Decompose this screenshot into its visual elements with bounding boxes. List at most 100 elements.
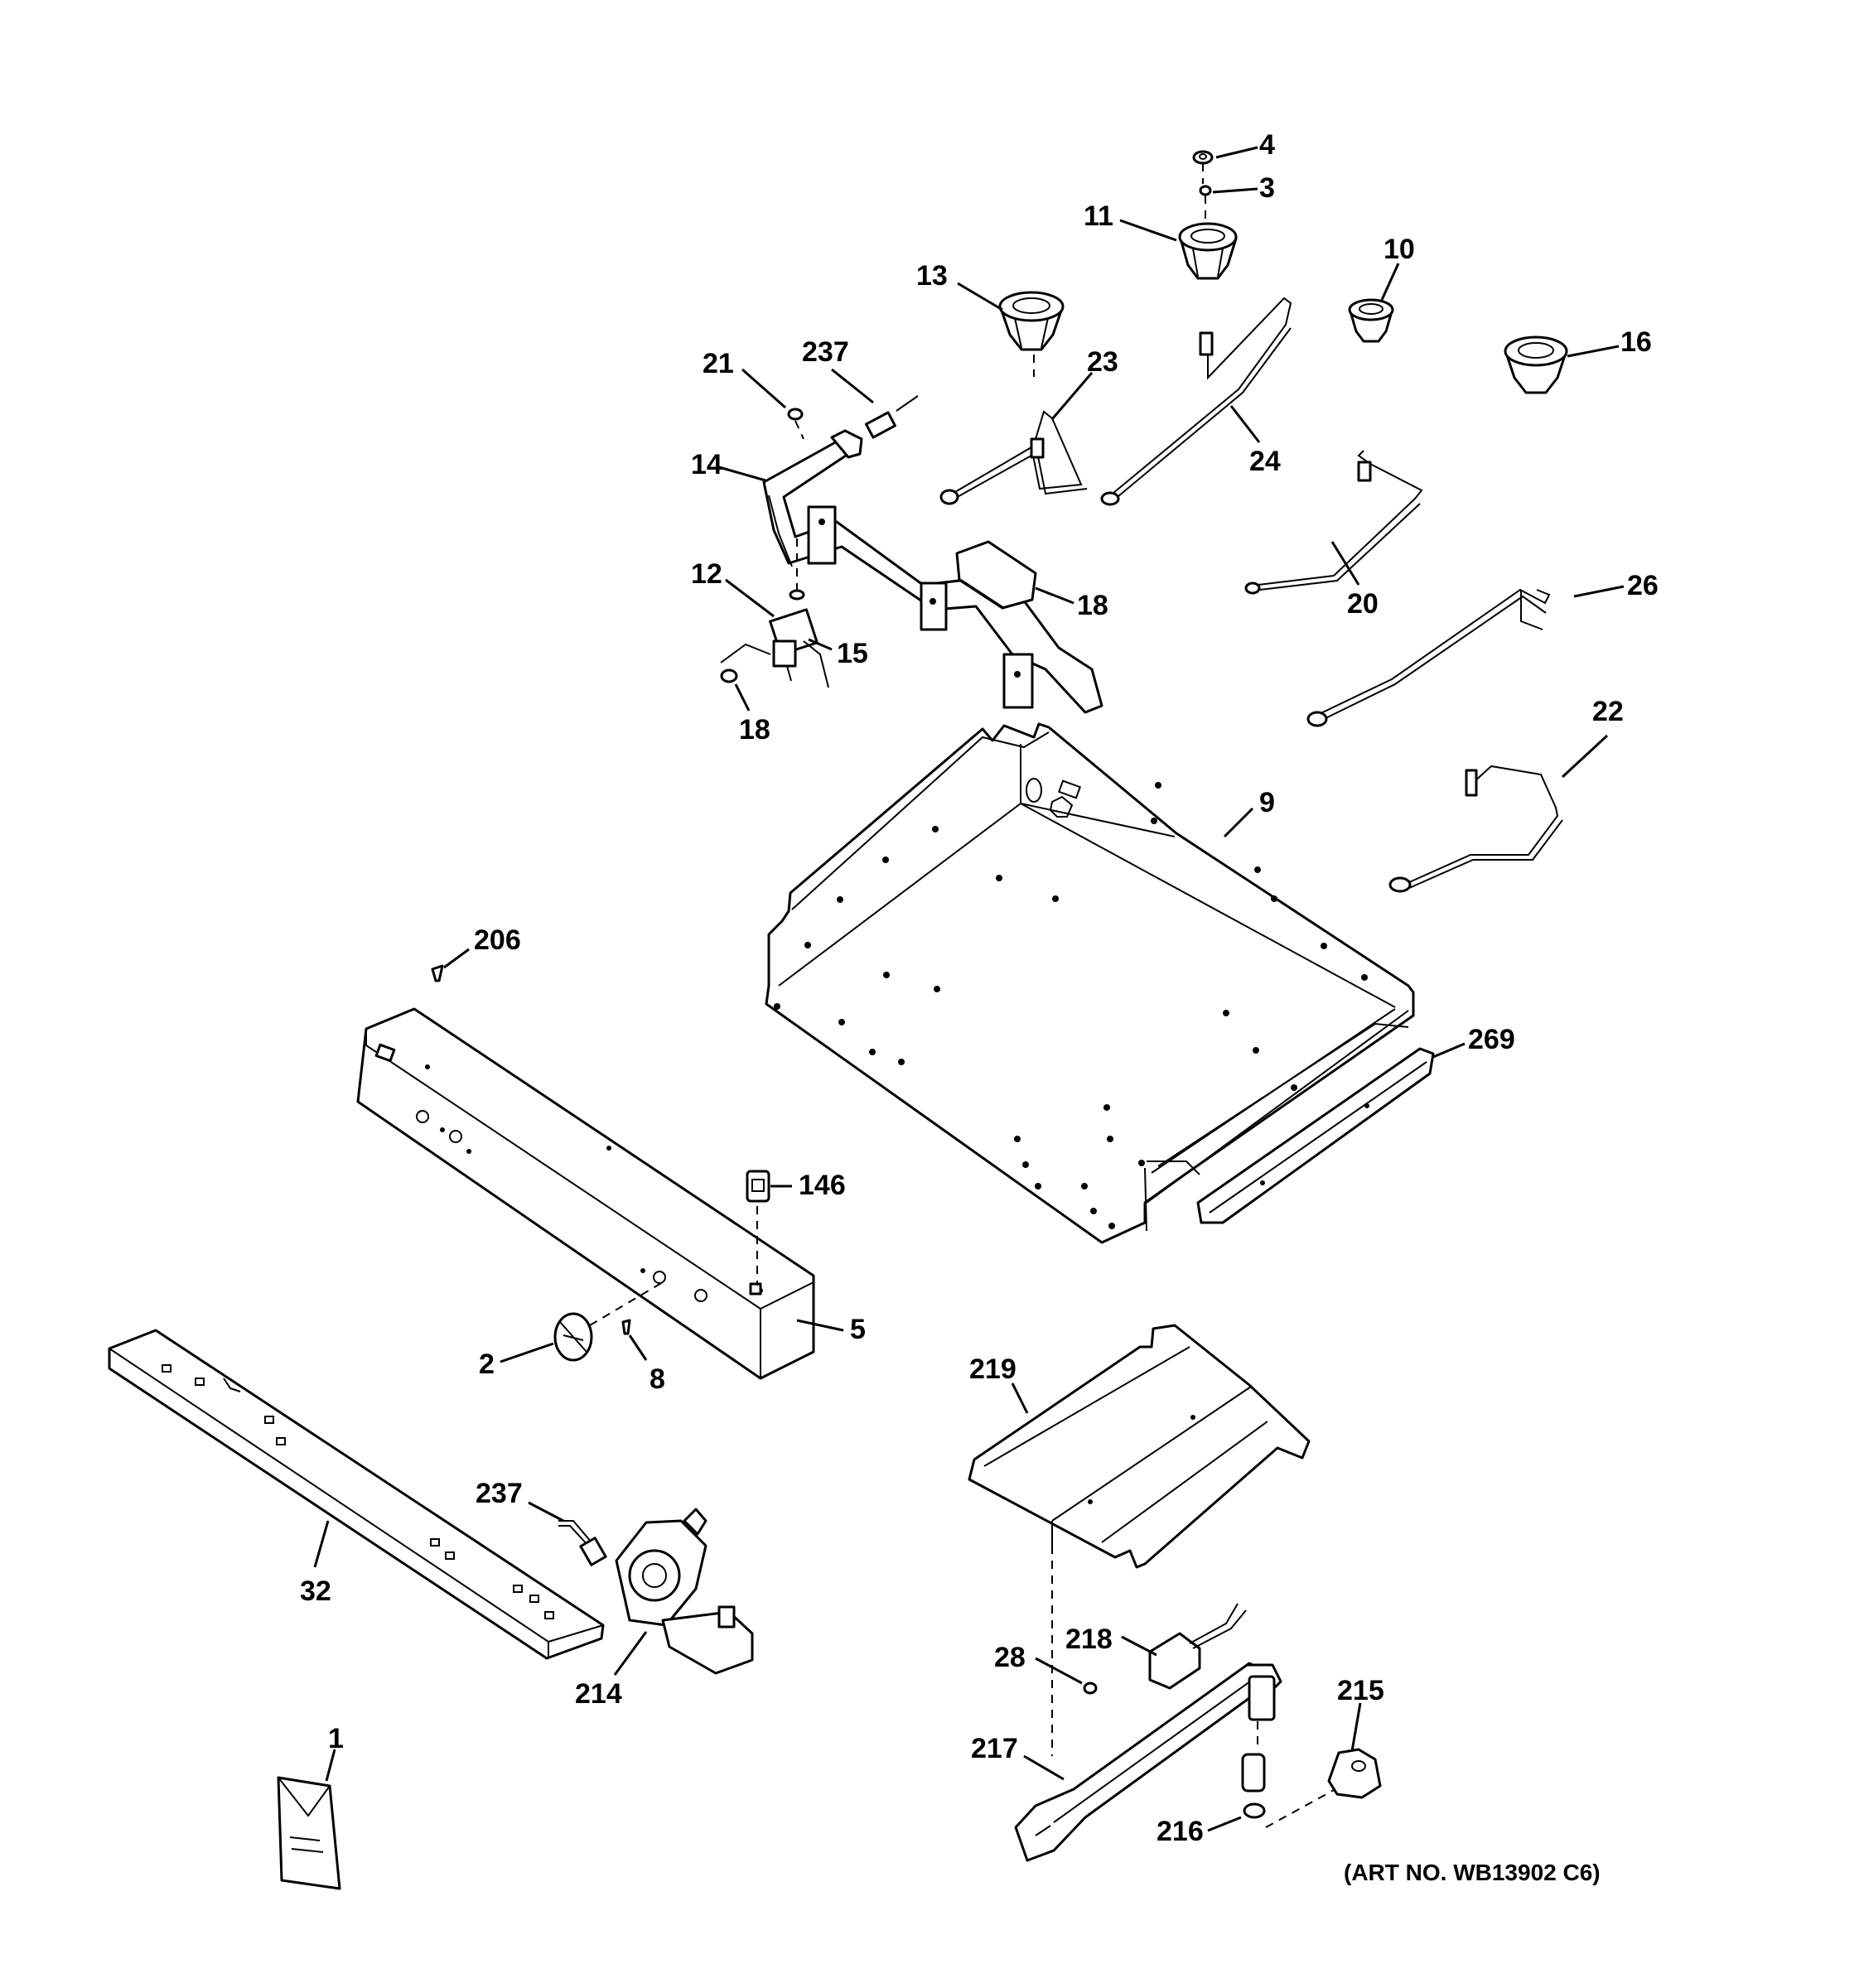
burner-head-10 [1348,298,1394,343]
callout-10: 10 [1384,234,1415,265]
leader-24 [1229,405,1261,443]
callout-21: 21 [703,348,734,379]
callout-214: 214 [575,1678,622,1710]
callout-219: 219 [969,1353,1017,1385]
callout-23: 23 [1087,346,1118,378]
burner-head-13 [998,291,1065,351]
bracket-18 [955,540,1037,610]
assembly-line [1265,1788,1336,1828]
clip-146 [746,1170,770,1203]
callout-2: 2 [479,1349,495,1380]
callout-14: 14 [691,449,722,480]
leader-8 [628,1334,648,1361]
leader-4 [1215,146,1258,159]
trim-strip-32 [108,1329,605,1660]
tube-fitting [1465,769,1478,797]
callout-18-upper: 18 [1077,590,1108,621]
screw-21 [787,408,804,421]
leader-5 [796,1319,844,1332]
leader-237 [831,368,874,404]
callout-13: 13 [916,260,948,292]
leader-18-upper [1035,586,1074,605]
callout-3: 3 [1259,172,1275,204]
washer-part [789,589,805,601]
leader-26 [1573,585,1625,598]
leader-28 [1035,1657,1083,1685]
leader-3 [1212,187,1258,194]
callout-18-lower: 18 [739,714,770,746]
leader-14 [718,466,766,482]
callout-146: 146 [799,1170,846,1201]
callout-26: 26 [1627,570,1659,601]
leader-21 [741,368,786,409]
callout-269: 269 [1468,1024,1515,1055]
screw-8 [621,1319,631,1335]
callout-24: 24 [1249,446,1281,477]
leader-22 [1561,734,1609,779]
leader-9 [1223,807,1254,838]
gas-tube-23-edge [954,451,1088,499]
leader-20 [1330,541,1360,586]
gas-tube-22 [1399,765,1559,887]
gas-tube-26-edge [1316,595,1547,723]
leader-18-lower [734,683,751,712]
bracket-215 [1327,1748,1382,1799]
callout-15: 15 [837,638,868,669]
callout-22: 22 [1592,696,1624,727]
leader-15 [808,638,833,651]
leader-11 [1119,219,1177,242]
leader-216 [1207,1816,1242,1832]
callout-11: 11 [1084,200,1113,232]
callout-215: 215 [1337,1675,1384,1706]
art-number: (ART NO. WB13902 C6) [1344,1860,1601,1885]
callout-12: 12 [691,558,722,590]
tube-fitting [1357,461,1372,482]
callout-218: 218 [1065,1624,1113,1655]
gas-tube-23 [949,410,1083,496]
screw-28 [1083,1682,1098,1695]
tube-fitting [939,489,959,505]
burner-head-11 [1178,222,1238,280]
callout-9: 9 [1259,787,1275,818]
callout-217: 217 [971,1733,1018,1764]
gas-tube-26 [1311,588,1551,718]
callout-5: 5 [850,1314,866,1345]
gas-tube-20 [1250,450,1423,586]
nut-18 [720,668,738,683]
leader-1 [325,1749,336,1782]
burner-head-16 [1504,335,1568,394]
valve-214 [615,1508,754,1675]
callout-237: 237 [802,336,849,368]
leader-218 [1121,1635,1157,1657]
control-panel-5 [356,1007,815,1380]
leader-219 [1011,1382,1029,1414]
leader-215 [1350,1702,1362,1752]
leader-32 [313,1520,330,1568]
strip-269 [1196,1047,1435,1224]
burner-box-9 [765,722,1415,1244]
callout-206: 206 [474,924,521,956]
oven-baffle-219 [968,1324,1311,1569]
tube-fitting [1306,711,1328,727]
leader-214 [613,1631,648,1676]
tube-fitting [1030,437,1045,459]
oven-burner-tube-217 [1014,1662,1282,1862]
leader-2 [500,1342,554,1363]
nut-part [1192,150,1214,165]
orifice-hood-216 [1241,1675,1276,1819]
manifold-14 [762,395,1103,714]
callout-16: 16 [1620,326,1652,358]
assembly-line [794,420,804,440]
gas-tube-26-bend [1520,590,1543,630]
callout-1: 1 [328,1723,344,1754]
tube-fitting [1199,331,1214,356]
tube-fitting [1100,491,1120,506]
literature-envelope-1 [277,1776,341,1890]
switch-15 [720,608,829,688]
callout-4: 4 [1259,129,1275,161]
callout-237-lower: 237 [476,1478,523,1509]
gas-tube-24-edge [1113,327,1292,501]
leader-12 [725,578,775,618]
leader-23 [1050,372,1094,420]
